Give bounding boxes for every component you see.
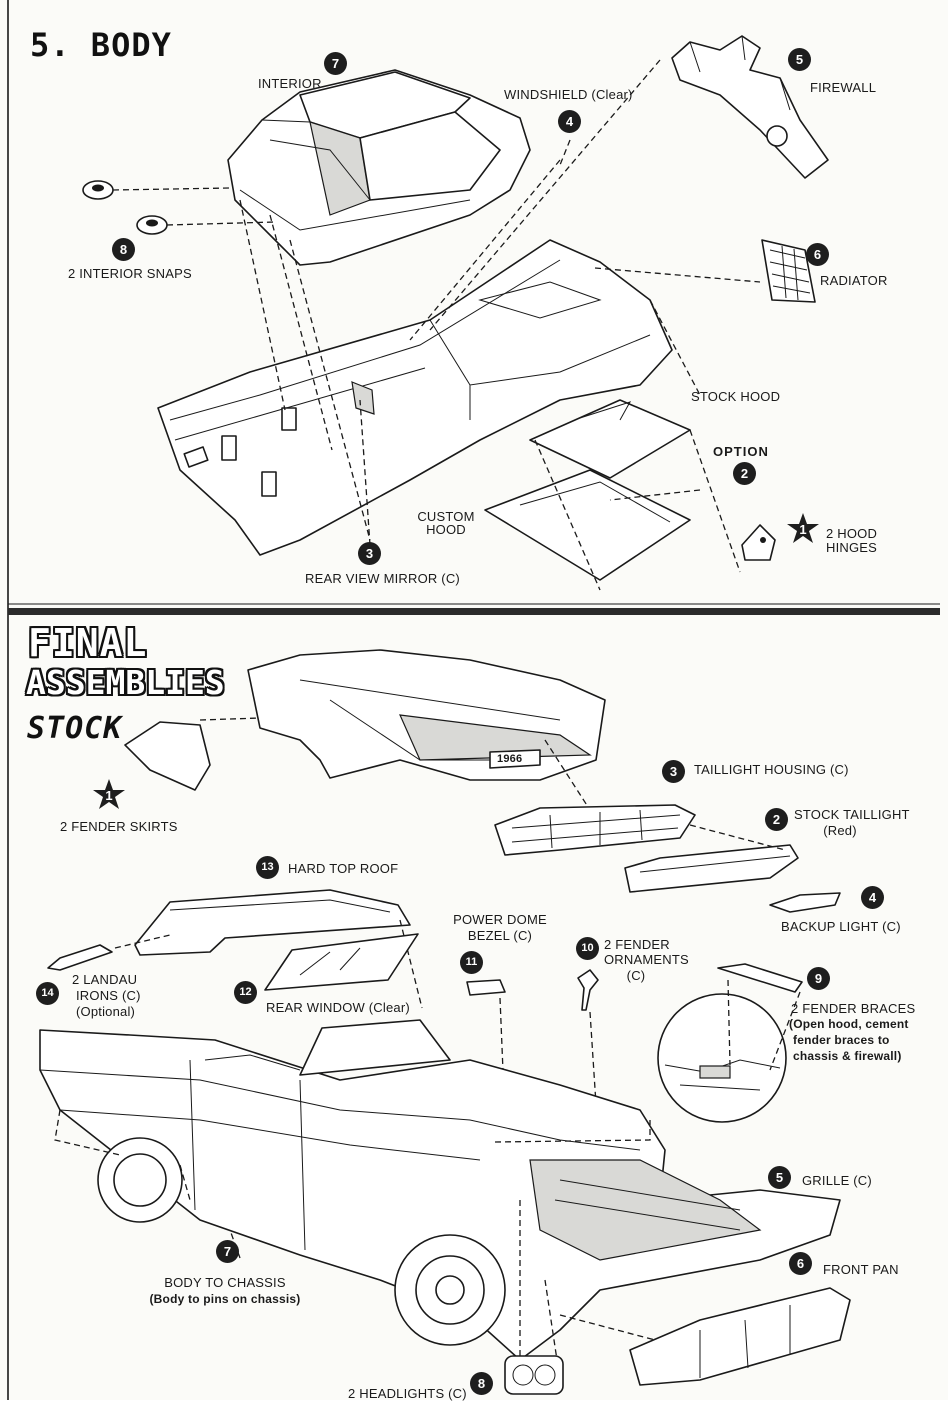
fender-skirts-number: 1 xyxy=(105,788,113,803)
badge-interior-snaps: 8 xyxy=(112,238,135,261)
label-fender-skirts: 2 FENDER SKIRTS xyxy=(60,819,178,834)
badge-landau: 14 xyxy=(36,982,59,1005)
firewall-drawing xyxy=(671,35,829,179)
small-parts-drawing xyxy=(466,969,599,1136)
label-backup-light: BACKUP LIGHT (C) xyxy=(781,919,901,934)
badge-option: 2 xyxy=(733,462,756,485)
label-landau-2: IRONS (C) xyxy=(76,988,141,1003)
badge-rear-window: 12 xyxy=(234,981,257,1004)
hoods-drawing xyxy=(484,399,776,591)
badge-rear-view-mirror: 3 xyxy=(358,542,381,565)
star-icon xyxy=(93,779,125,809)
label-landau-3: (Optional) xyxy=(76,1004,136,1019)
label-fender-ornaments-1: 2 FENDER xyxy=(604,937,670,952)
stock-taillight-drawing xyxy=(624,824,799,893)
license-plate-text: 1966 xyxy=(497,753,523,765)
label-stock-hood: STOCK HOOD xyxy=(691,389,781,404)
label-radiator: RADIATOR xyxy=(820,273,888,288)
star-badge-fender-skirts: 1 xyxy=(92,778,126,812)
label-front-pan: FRONT PAN xyxy=(823,1262,899,1277)
label-hood-hinges-2: HINGES xyxy=(826,540,878,555)
hard-top-roof-drawing xyxy=(134,889,423,1009)
badge-grille: 5 xyxy=(768,1166,791,1189)
radiator-drawing xyxy=(761,239,816,303)
star-icon xyxy=(787,513,819,543)
landau-iron-drawing xyxy=(47,934,171,971)
label-power-dome-1: POWER DOME xyxy=(453,912,547,927)
final-title-line1: FINAL xyxy=(28,621,148,665)
label-body-to-chassis-2: (Body to pins on chassis) xyxy=(149,1292,301,1306)
backup-light-drawing xyxy=(769,892,841,913)
label-stock-taillight-2: (Red) xyxy=(823,823,857,838)
label-taillight-housing: TAILLIGHT HOUSING (C) xyxy=(694,762,849,777)
badge-backup-light: 4 xyxy=(861,886,884,909)
badge-radiator: 6 xyxy=(806,243,829,266)
label-headlights: 2 HEADLIGHTS (C) xyxy=(348,1386,467,1401)
label-hard-top-roof: HARD TOP ROOF xyxy=(288,861,399,876)
label-landau-1: 2 LANDAU xyxy=(72,972,138,987)
final-title-line3: STOCK xyxy=(27,711,123,746)
convertible-car-drawing xyxy=(39,1019,841,1381)
badge-firewall: 5 xyxy=(788,48,811,71)
label-fender-braces-3: fender braces to xyxy=(793,1033,890,1047)
label-fender-ornaments-3: (C) xyxy=(626,968,646,983)
label-rear-window: REAR WINDOW (Clear) xyxy=(266,1000,410,1015)
label-grille: GRILLE (C) xyxy=(802,1173,872,1188)
badge-power-dome: 11 xyxy=(460,951,483,974)
fender-skirt-drawing xyxy=(124,721,211,791)
label-power-dome-2: BEZEL (C) xyxy=(467,928,533,943)
label-body-to-chassis-1: BODY TO CHASSIS xyxy=(164,1275,286,1290)
badge-fender-ornaments: 10 xyxy=(576,937,599,960)
fender-braces-inset-drawing xyxy=(657,963,803,1123)
label-windshield: WINDSHIELD (Clear) xyxy=(504,87,633,102)
badge-body-to-chassis: 7 xyxy=(216,1240,239,1263)
rear-body-drawing xyxy=(199,649,606,811)
badge-front-pan: 6 xyxy=(789,1252,812,1275)
badge-interior: 7 xyxy=(324,52,347,75)
label-fender-braces-2: (Open hood, cement xyxy=(789,1017,909,1031)
label-fender-ornaments-2: ORNAMENTS xyxy=(604,952,689,967)
interior-snaps-drawing xyxy=(82,180,276,235)
badge-fender-braces: 9 xyxy=(807,967,830,990)
rear-window-drawing xyxy=(264,933,419,991)
label-hood-hinges-1: 2 HOOD xyxy=(826,526,878,541)
body-shell-drawing xyxy=(157,59,761,556)
headlights-drawing xyxy=(504,1355,564,1395)
label-interior-snaps: 2 INTERIOR SNAPS xyxy=(68,266,192,281)
body-section-title: 5. BODY xyxy=(30,26,172,64)
taillight-housing-drawing xyxy=(494,804,696,856)
label-rear-view-mirror: REAR VIEW MIRROR (C) xyxy=(305,571,460,586)
badge-headlights: 8 xyxy=(470,1372,493,1395)
label-fender-braces-4: chassis & firewall) xyxy=(793,1049,902,1063)
label-stock-taillight-1: STOCK TAILLIGHT xyxy=(794,807,910,822)
label-custom-hood-1: CUSTOM xyxy=(417,509,475,524)
final-title-line2: ASSEMBLIES xyxy=(26,663,225,702)
label-option: OPTION xyxy=(713,444,769,459)
badge-stock-taillight: 2 xyxy=(765,808,788,831)
label-custom-hood-2: HOOD xyxy=(426,522,466,537)
label-fender-braces-1: 2 FENDER BRACES xyxy=(791,1001,916,1016)
label-firewall: FIREWALL xyxy=(810,80,877,95)
front-pan-drawing xyxy=(559,1287,851,1386)
interior-tub-drawing xyxy=(227,69,531,266)
star-badge-hood-hinges: 1 xyxy=(786,512,820,546)
badge-hard-top-roof: 13 xyxy=(256,856,279,879)
badge-windshield: 4 xyxy=(558,110,581,133)
badge-taillight-housing: 3 xyxy=(662,760,685,783)
label-interior: INTERIOR xyxy=(258,76,322,91)
hood-hinges-number: 1 xyxy=(799,522,807,537)
